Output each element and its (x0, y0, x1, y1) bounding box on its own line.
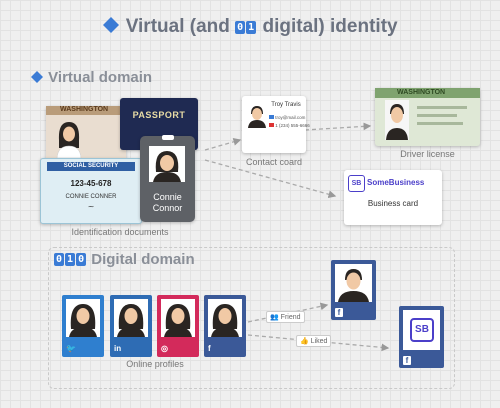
contact-card: Troy Travis troy@mail.com 1 (234) 555-66… (242, 96, 310, 153)
license-field-line (417, 114, 457, 117)
id-docs-caption: Identification documents (71, 227, 169, 237)
people-icon: 👥 (270, 314, 279, 321)
contact-email: troy@mail.com (269, 115, 305, 120)
license-state: WASHINGTON (46, 106, 126, 115)
business-logo-icon: SB (410, 318, 434, 342)
phone-icon (269, 123, 274, 127)
business-card-caption: Business card (367, 199, 419, 208)
profile-linkedin: in (110, 295, 152, 357)
blue-diamond-icon (102, 16, 120, 40)
man-avatar-icon (335, 264, 372, 302)
facebook-icon: f (335, 308, 343, 317)
woman-avatar-icon (208, 299, 242, 337)
business-page-image: SB (403, 310, 440, 350)
digital-domain-region (48, 247, 455, 389)
woman-avatar-icon (149, 146, 185, 182)
man-avatar-icon (248, 106, 266, 128)
washington-id-card: WASHINGTON (46, 106, 126, 164)
facebook-icon: f (403, 356, 411, 365)
business-logo-icon: SB (348, 175, 365, 192)
twitter-icon: 🐦 (66, 344, 76, 353)
profile-twitter: 🐦 (62, 295, 104, 357)
arrow-to-contact (204, 138, 242, 151)
man-avatar-icon (385, 100, 409, 140)
woman-avatar-icon (161, 299, 195, 337)
social-security-card: SOCIAL SECURITY 123-45-678 CONNIE CONNER… (40, 158, 142, 224)
profile-instagram: ◎ (157, 295, 199, 357)
woman-avatar-icon (66, 299, 100, 337)
business-facebook-page: SB f (399, 306, 444, 368)
signature: ~ (87, 202, 95, 211)
passport-label: PASSPORT (132, 110, 186, 120)
license-field-line (417, 106, 467, 109)
online-profiles: 🐦 in ◎ f (62, 295, 248, 357)
linkedin-icon: in (114, 344, 122, 353)
contact-name: Troy Travis (271, 102, 301, 108)
contact-caption: Contact coard (245, 157, 303, 167)
friend-label: 👥 Friend (266, 311, 305, 323)
ssn-name: CONNIE CONNER (65, 194, 117, 200)
driver-license-state: WASHINGTON (375, 88, 480, 98)
employee-badge: Connie Connor (140, 135, 195, 222)
friend-facebook-profile: f (331, 260, 376, 320)
woman-avatar-icon (114, 299, 148, 337)
woman-avatar-icon (56, 122, 82, 158)
liked-label: 👍 Liked (296, 335, 332, 347)
license-field-line (417, 122, 463, 125)
business-card: SB SomeBusiness Business card (344, 170, 442, 225)
driver-license-caption: Driver license (400, 149, 455, 159)
profiles-caption: Online profiles (126, 359, 184, 369)
business-name: SomeBusiness (367, 178, 425, 187)
blue-diamond-icon (30, 70, 44, 88)
arrow-to-business (204, 159, 337, 199)
title-text-before: Virtual (and (125, 16, 230, 37)
facebook-icon: f (208, 344, 211, 353)
ssn-header: SOCIAL SECURITY (47, 162, 135, 171)
mail-icon (269, 115, 274, 119)
driver-license: WASHINGTON (375, 88, 480, 146)
instagram-icon: ◎ (161, 344, 168, 353)
title-text-after: digital) identity (262, 16, 398, 37)
contact-phone: 1 (234) 555-6666 (269, 123, 310, 128)
badge-clip (162, 135, 174, 140)
thumbs-up-icon: 👍 (300, 338, 309, 345)
badge-name: Connie Connor (152, 192, 183, 213)
arrow-contact-to-license (304, 122, 372, 131)
profile-facebook: f (204, 295, 246, 357)
virtual-domain-heading: Virtual domain (30, 69, 152, 88)
ssn-number: 123-45-678 (70, 179, 112, 188)
